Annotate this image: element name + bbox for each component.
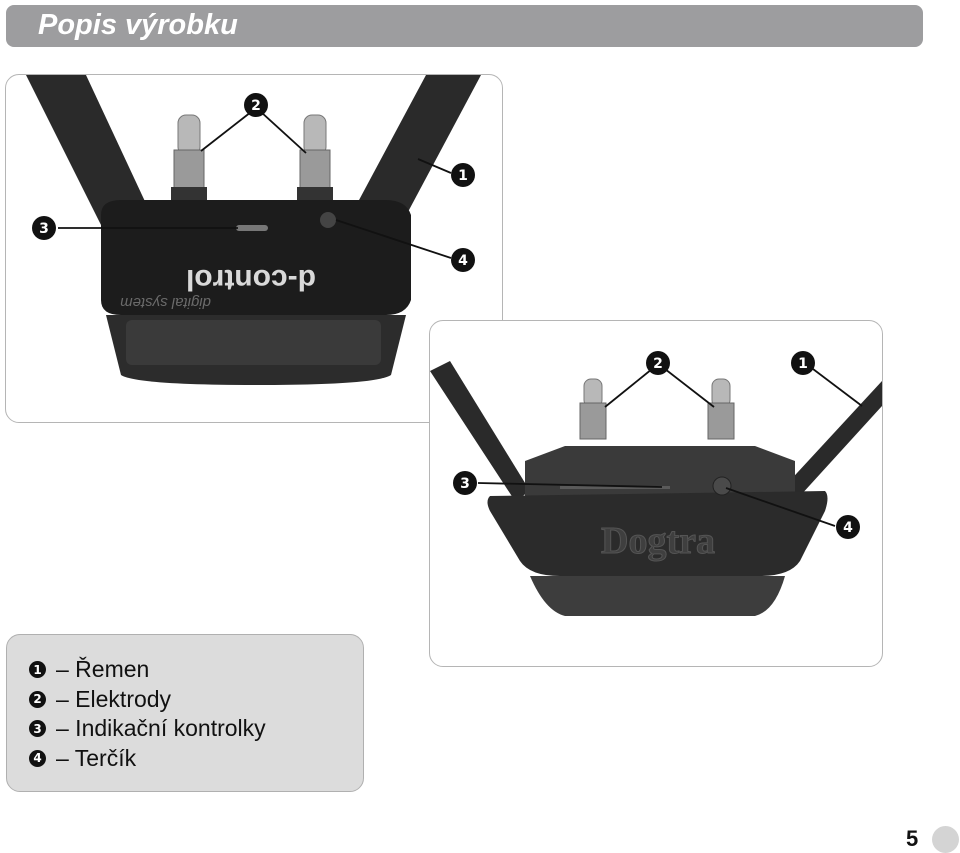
legend-label-target: – Terčík	[56, 744, 137, 771]
callout-3: 3	[32, 216, 56, 240]
callout-2: 2	[646, 351, 670, 375]
page-dot-decoration	[932, 826, 959, 853]
svg-text:2: 2	[653, 356, 663, 372]
svg-text:digital system: digital system	[120, 294, 211, 311]
receiver-body	[487, 491, 828, 576]
legend-box: 1 – Řemen 2 – Elektrody 3 – Indikační ko…	[6, 634, 364, 792]
page-title: Popis výrobku	[38, 9, 238, 41]
callout-1: 1	[791, 351, 815, 375]
product-photo-front-view: Dogtra 2 1 3 4	[429, 320, 883, 667]
svg-text:3: 3	[39, 221, 49, 237]
svg-text:2: 2	[251, 98, 261, 114]
legend-list: 1 – Řemen 2 – Elektrody 3 – Indikační ko…	[29, 655, 266, 773]
svg-text:1: 1	[458, 168, 468, 184]
strap-left	[26, 75, 156, 235]
strap-left	[430, 361, 530, 501]
svg-text:4: 4	[458, 253, 468, 269]
legend-item: 2 – Elektrody	[29, 685, 266, 715]
electrode-right	[297, 114, 333, 201]
legend-item: 3 – Indikační kontrolky	[29, 714, 266, 744]
legend-label-indicators: – Indikační kontrolky	[56, 715, 266, 742]
indicator-light	[236, 225, 268, 231]
svg-text:4: 4	[843, 520, 853, 536]
page-number: 5	[906, 826, 919, 851]
indicator-light	[560, 486, 670, 489]
target-dot	[320, 212, 336, 228]
legend-number-3: 3	[29, 720, 46, 738]
svg-text:3: 3	[460, 476, 470, 492]
collar-illustration-2: Dogtra 2 1 3 4	[430, 351, 882, 616]
product-photo-top-view: d-control digital system 2 1 3 4	[5, 74, 503, 423]
logo-dogtra: Dogtra	[601, 520, 715, 562]
callout-2: 2	[244, 93, 268, 117]
legend-number-2: 2	[29, 690, 46, 708]
callout-4: 4	[451, 248, 475, 272]
header-bar: Popis výrobku	[6, 5, 923, 47]
legend-label-strap: – Řemen	[56, 656, 150, 683]
legend-number-4: 4	[29, 749, 46, 767]
strap-right	[785, 381, 882, 496]
receiver-base	[530, 576, 785, 616]
electrode-left	[171, 114, 207, 201]
target-dot	[712, 476, 732, 496]
legend-label-electrodes: – Elektrody	[56, 685, 172, 712]
collar-illustration-1: d-control digital system 2 1 3 4	[26, 75, 481, 385]
callout-4: 4	[836, 515, 860, 539]
callout-3: 3	[453, 471, 477, 495]
callout-1: 1	[451, 163, 475, 187]
strap-right	[351, 75, 481, 225]
svg-text:1: 1	[798, 356, 808, 372]
svg-text:d-control: d-control	[186, 263, 316, 296]
legend-item: 1 – Řemen	[29, 655, 266, 685]
electrode-right	[707, 378, 735, 440]
logo-d-control: d-control digital system	[120, 263, 316, 311]
electrode-left	[579, 378, 607, 440]
legend-item: 4 – Terčík	[29, 744, 266, 774]
legend-number-1: 1	[29, 661, 46, 679]
